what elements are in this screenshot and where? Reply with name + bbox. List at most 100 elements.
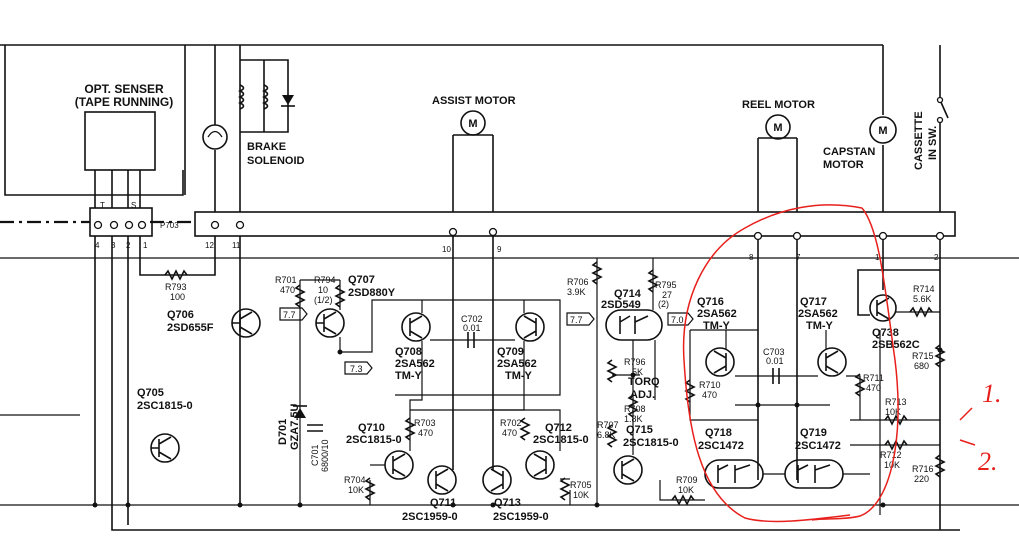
svg-text:R712: R712 — [880, 450, 902, 460]
reel-motor-label: REEL MOTOR — [742, 99, 815, 111]
annotation-mark-1: 1. — [982, 379, 1002, 408]
svg-text:R704: R704 — [344, 475, 366, 485]
q707-ref: Q707 — [348, 274, 375, 286]
svg-text:R715: R715 — [912, 351, 934, 361]
svg-text:1: 1 — [875, 253, 880, 262]
svg-text:2: 2 — [126, 241, 131, 250]
svg-text:100: 100 — [170, 292, 185, 302]
svg-text:10: 10 — [318, 285, 328, 295]
c701-ref: C701 — [310, 444, 320, 466]
c703-value: 0.01 — [766, 356, 784, 366]
q718-ref: Q718 — [705, 427, 732, 439]
c702-value: 0.01 — [463, 323, 481, 333]
q711-ref: Q711 — [430, 497, 456, 509]
connector-name: P703 — [160, 221, 179, 230]
svg-text:470: 470 — [418, 428, 433, 438]
svg-text:M: M — [878, 125, 887, 137]
zener-diode-icon — [293, 405, 307, 418]
svg-text:10: 10 — [442, 245, 451, 254]
q705-part: 2SC1815-0 — [137, 400, 193, 412]
svg-text:7.7: 7.7 — [283, 310, 296, 320]
svg-text:10K: 10K — [573, 490, 589, 500]
resistor-labels: R701 470 R794 10 (1/2) R703 470 R702 470… — [275, 275, 935, 500]
svg-text:10K: 10K — [678, 485, 694, 495]
svg-text:1.8K: 1.8K — [624, 414, 643, 424]
q714-ref: Q714 — [614, 288, 642, 300]
svg-text:5.6K: 5.6K — [913, 294, 932, 304]
svg-text:R706: R706 — [567, 277, 589, 287]
svg-text:(2): (2) — [658, 299, 669, 309]
q713-ref: Q713 — [494, 497, 521, 509]
q715-part: 2SC1815-0 — [623, 437, 679, 449]
solenoid-label: SOLENOID — [247, 155, 305, 167]
resistor-r793 — [164, 269, 188, 281]
assist-motor-icon: M — [460, 110, 486, 136]
svg-text:10K: 10K — [348, 485, 364, 495]
q716-rank: TM-Y — [703, 320, 731, 332]
red-annotation-outline — [682, 204, 899, 523]
c703-ref: C703 — [763, 347, 785, 357]
q715-ref: Q715 — [626, 424, 653, 436]
svg-text:R708: R708 — [624, 404, 646, 414]
svg-text:3: 3 — [111, 241, 116, 250]
q708-rank: TM-Y — [395, 370, 423, 382]
svg-text:R793: R793 — [165, 282, 187, 292]
internal-wiring — [299, 258, 870, 505]
q718-part: 2SC1472 — [698, 440, 744, 452]
q738-ref: Q738 — [872, 327, 899, 339]
voltage-flags: 7.7 7.3 7.7 7.0 — [279, 307, 694, 375]
in-sw-label: IN SW. — [927, 126, 939, 160]
q717-rank: TM-Y — [806, 320, 834, 332]
c701-value: 6800/10 — [320, 439, 330, 472]
svg-text:R795: R795 — [655, 280, 677, 290]
svg-text:7.3: 7.3 — [350, 364, 363, 374]
svg-text:1: 1 — [143, 241, 148, 250]
svg-text:470: 470 — [280, 285, 295, 295]
capacitor-symbols — [307, 332, 780, 432]
q716-part: 2SA562 — [697, 308, 737, 320]
svg-text:R701: R701 — [275, 275, 297, 285]
cassette-switch-icon — [936, 45, 949, 124]
d701-ref: D701 — [277, 419, 289, 445]
transistors — [150, 294, 897, 495]
svg-text:M: M — [773, 122, 782, 134]
svg-text:220: 220 — [914, 474, 929, 484]
lamp-icon — [202, 124, 228, 150]
svg-text:7.7: 7.7 — [570, 315, 583, 325]
svg-text:TORQ: TORQ — [628, 376, 660, 388]
svg-text:R794: R794 — [314, 275, 336, 285]
svg-text:10K: 10K — [885, 407, 901, 417]
svg-text:6.8K: 6.8K — [597, 430, 616, 440]
svg-text:R713: R713 — [885, 397, 907, 407]
svg-text:470: 470 — [866, 383, 881, 393]
q709-rank: TM-Y — [505, 370, 533, 382]
svg-text:470: 470 — [702, 390, 717, 400]
q708-part: 2SA562 — [395, 358, 435, 370]
q706-ref: Q706 — [167, 309, 194, 321]
brake-solenoid-icon — [237, 84, 295, 110]
svg-text:R710: R710 — [699, 380, 721, 390]
c702-ref: C702 — [461, 314, 483, 324]
q714-part: 2SD549 — [601, 299, 641, 311]
brake-label: BRAKE — [247, 141, 286, 153]
svg-text:R709: R709 — [676, 475, 698, 485]
svg-text:9: 9 — [497, 245, 502, 254]
q717-part: 2SA562 — [798, 308, 838, 320]
svg-text:R703: R703 — [414, 418, 436, 428]
capstan-motor-icon: M — [869, 116, 897, 144]
svg-text:R714: R714 — [913, 284, 935, 294]
svg-text:3.9K: 3.9K — [567, 287, 586, 297]
svg-text:5K: 5K — [632, 367, 643, 377]
q710-part: 2SC1815-0 — [346, 434, 402, 446]
q707-part: 2SD880Y — [348, 287, 396, 299]
connector-p703: T S 4 3 2 1 P703 12 11 10 9 8 7 1 2 — [93, 201, 945, 262]
svg-text:4: 4 — [95, 241, 100, 250]
q708-ref: Q708 — [395, 346, 422, 358]
q719-ref: Q719 — [800, 427, 827, 439]
svg-text:11: 11 — [232, 241, 241, 250]
opt-senser-block: OPT. SENSER (TAPE RUNNING) — [75, 82, 173, 171]
annotation-mark-2: 2. — [978, 447, 998, 476]
q717-ref: Q717 — [800, 296, 827, 308]
svg-text:7.0: 7.0 — [671, 315, 684, 325]
